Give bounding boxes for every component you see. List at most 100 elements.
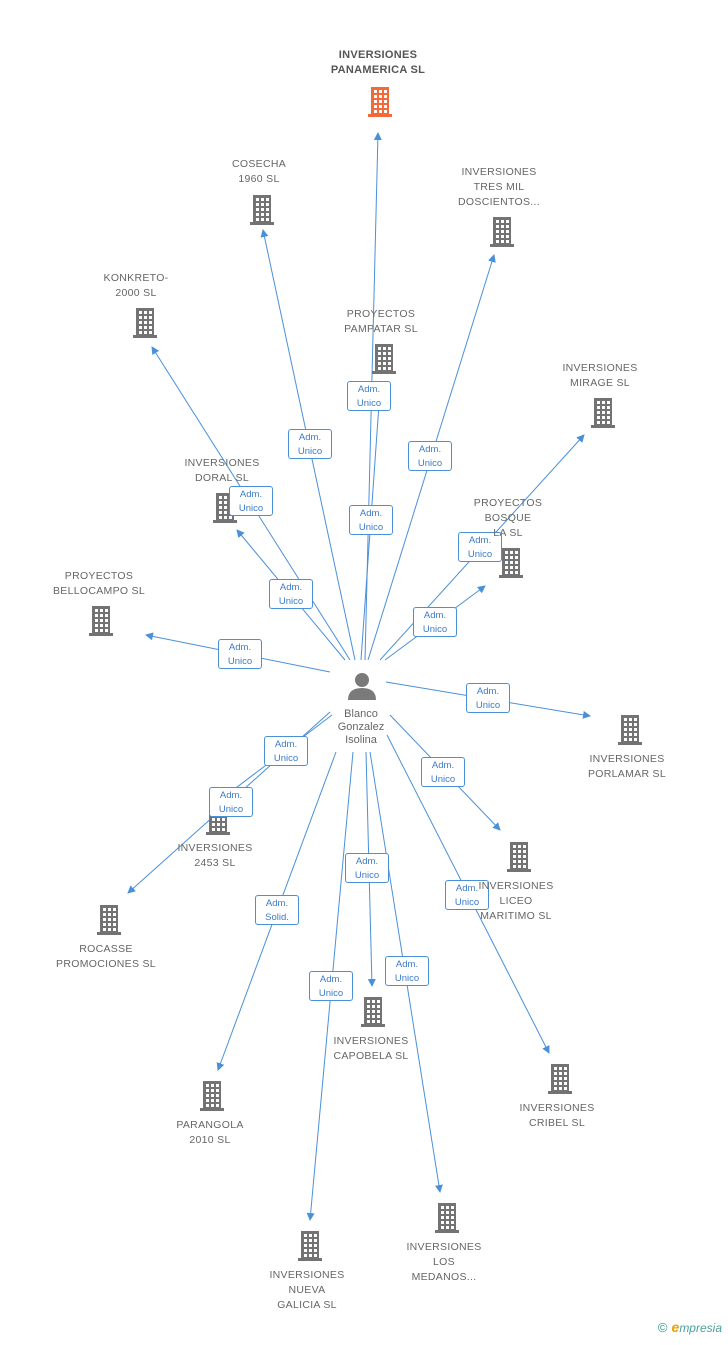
role-badge-line2: Unico (227, 656, 253, 667)
role-badge-line2: Solid. (265, 912, 289, 923)
company-label-line: INVERSIONES (461, 166, 537, 178)
company-label-proyectos-bellocampo[interactable]: PROYECTOS BELLOCAMPO SL (24, 569, 174, 599)
inversiones-capobela-building-icon[interactable] (361, 997, 385, 1027)
role-badge-line2: Unico (417, 458, 443, 469)
role-badge-line1: Adm. (239, 489, 263, 500)
role-badge-proyectos-bellocampo[interactable]: Adm.Unico (218, 639, 262, 669)
company-label-inversiones-porlamar[interactable]: INVERSIONES PORLAMAR SL (552, 752, 702, 782)
proyectos-pampatar-building-icon[interactable] (372, 344, 396, 374)
role-badge-parangola-2010[interactable]: Adm.Solid. (255, 895, 299, 925)
company-label-line: INVERSIONES (406, 1241, 482, 1253)
rocasse-promociones-building-icon[interactable] (97, 905, 121, 935)
company-label-line: PORLAMAR SL (588, 768, 666, 780)
company-label-line: INVERSIONES (269, 1269, 345, 1281)
inversiones-porlamar-building-icon[interactable] (618, 715, 642, 745)
company-label-line: DORAL SL (195, 472, 249, 484)
role-badge-line2: Unico (475, 700, 501, 711)
role-badge-inversiones-panamerica[interactable]: Adm. Unico (347, 381, 391, 411)
company-label-line: BELLOCAMPO SL (52, 585, 146, 597)
company-label-line: INVERSIONES (589, 753, 665, 765)
company-label-line: INVERSIONES (177, 842, 253, 854)
company-label-inversiones-mirage[interactable]: INVERSIONES MIRAGE SL (525, 361, 675, 391)
company-label-line: COSECHA (231, 158, 287, 170)
proyectos-bosque-building-icon[interactable] (499, 548, 523, 578)
role-badge-line1: Adm. (357, 384, 381, 395)
role-badge-konkreto-2000[interactable]: Adm.Unico (229, 486, 273, 516)
role-badge-line1: Adm. (423, 610, 447, 621)
inversiones-liceo-building-icon[interactable] (507, 842, 531, 872)
role-badge-line1: Adm. (468, 535, 492, 546)
company-label-line: PROMOCIONES SL (56, 958, 156, 970)
company-label-rocasse-promociones[interactable]: ROCASSE PROMOCIONES SL (31, 942, 181, 972)
role-badge-line2: Unico (354, 870, 380, 881)
role-badge-inversiones-doral[interactable]: Adm.Unico (269, 579, 313, 609)
role-badge-line2: Unico (467, 549, 493, 560)
company-label-line: PANAMERICA SL (330, 64, 426, 76)
proyectos-bellocampo-building-icon[interactable] (89, 606, 113, 636)
role-badge-proyectos-bosque[interactable]: Adm. Unico (413, 607, 457, 637)
inversiones-cribel-building-icon[interactable] (548, 1064, 572, 1094)
person-name[interactable]: Blanco Gonzalez Isolina (311, 708, 411, 747)
role-badge-inversiones-tres-mil[interactable]: Adm. Unico (408, 441, 452, 471)
parangola-2010-building-icon[interactable] (200, 1081, 224, 1111)
company-label-line: TRES MIL (473, 181, 525, 193)
role-badge-line2: Unico (422, 624, 448, 635)
role-badge-inversiones-porlamar[interactable]: Adm.Unico (466, 683, 510, 713)
role-badge-line2: Unico (454, 897, 480, 908)
company-label-line: INVERSIONES (333, 1035, 409, 1047)
role-badge-line2: Unico (356, 398, 382, 409)
copyright-symbol: © (657, 1320, 668, 1335)
role-badge-line2: Unico (273, 753, 299, 764)
role-badge-rocasse-promociones[interactable]: Adm. Unico (209, 787, 253, 817)
inversiones-tres-mil-building-icon[interactable] (490, 217, 514, 247)
inversiones-panamerica-building-icon[interactable] (368, 87, 392, 117)
inversiones-mirage-building-icon[interactable] (591, 398, 615, 428)
konkreto-2000-building-icon[interactable] (133, 308, 157, 338)
role-badge-inversiones-mirage[interactable]: Adm. Unico (458, 532, 502, 562)
company-label-konkreto-2000[interactable]: KONKRETO-2000 SL (61, 271, 211, 301)
company-label-line: PROYECTOS (346, 308, 416, 320)
company-label-line: KONKRETO- (103, 272, 169, 284)
company-label-line: INVERSIONES (562, 362, 638, 374)
role-badge-line1: Adm. (455, 883, 479, 894)
role-badge-line1: Adm. (418, 444, 442, 455)
role-badge-line1: Adm. (319, 974, 343, 985)
role-badge-inversiones-cribel[interactable]: Adm. Unico (445, 880, 489, 910)
role-badge-inversiones-nueva-galicia[interactable]: Adm.Unico (309, 971, 353, 1001)
role-badge-inversiones-capobela[interactable]: Adm. Unico (345, 853, 389, 883)
role-badge-inversiones-los-medanos[interactable]: Adm.Unico (385, 956, 429, 986)
person-icon[interactable] (348, 673, 376, 700)
empresia-watermark: ©empresia (658, 1319, 722, 1335)
role-badge-inversiones-liceo[interactable]: Adm.Unico (421, 757, 465, 787)
role-badge-inversiones-2453[interactable]: Adm.Unico (264, 736, 308, 766)
cosecha-1960-building-icon[interactable] (250, 195, 274, 225)
inversiones-los-medanos-building-icon[interactable] (435, 1203, 459, 1233)
company-label-inversiones-2453[interactable]: INVERSIONES 2453 SL (140, 841, 290, 871)
company-label-line: MIRAGE SL (570, 377, 630, 389)
inversiones-nueva-galicia-building-icon[interactable] (298, 1231, 322, 1261)
role-badge-proyectos-pampatar[interactable]: Adm.Unico (349, 505, 393, 535)
role-badge-line1: Adm. (219, 790, 243, 801)
role-badge-line2: Unico (218, 804, 244, 815)
role-badge-line2: Unico (358, 522, 384, 533)
company-label-line: ROCASSE (79, 943, 133, 955)
role-badge-cosecha-1960[interactable]: Adm.Unico (288, 429, 332, 459)
role-badge-line2: Unico (430, 774, 456, 785)
role-badge-line1: Adm. (355, 856, 379, 867)
company-label-line: PROYECTOS (64, 570, 134, 582)
company-label-line: 2453 SL (194, 857, 236, 869)
brand-name: mpresia (679, 1321, 722, 1335)
